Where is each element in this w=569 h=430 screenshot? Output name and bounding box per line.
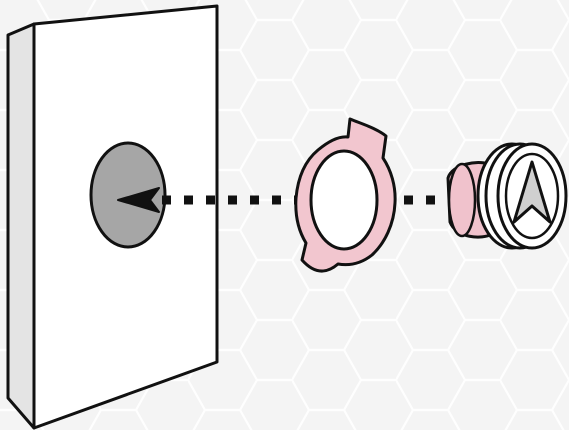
mounting-ring-opening xyxy=(309,149,379,251)
arrowhead-icon xyxy=(117,187,160,213)
mounting-hole xyxy=(89,141,167,249)
mounting-ring xyxy=(294,117,397,273)
wall-panel-side xyxy=(6,22,36,430)
knob-collar-edge xyxy=(447,162,477,238)
navigation-arrow-icon xyxy=(512,160,552,224)
knob xyxy=(446,142,568,250)
